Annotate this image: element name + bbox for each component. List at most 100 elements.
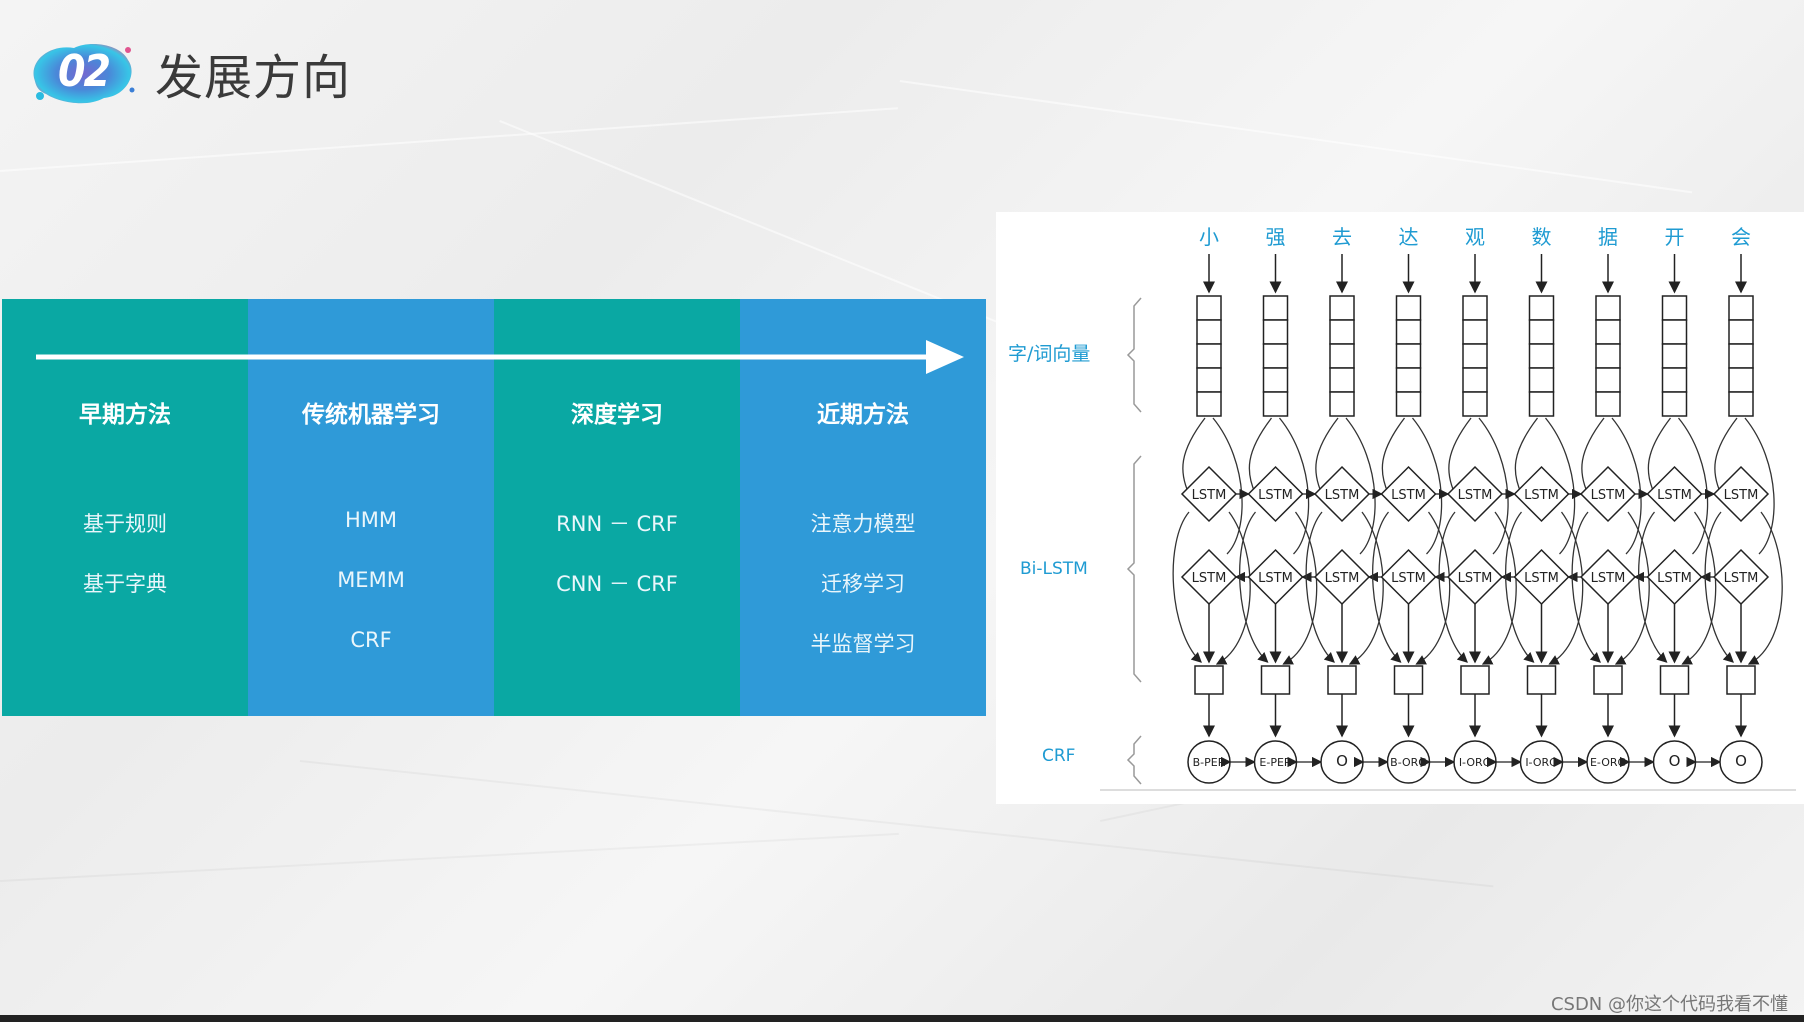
connector-curve [1714,417,1738,495]
connector-curve [1372,511,1402,663]
connector-curve [1305,511,1335,663]
lstm-label: LSTM [1657,571,1692,586]
column-item: 迁移学习 [821,572,905,596]
crf-tag-label: O [1336,752,1348,770]
connector-curve [1381,417,1406,495]
embedding-cell [1462,343,1488,369]
embedding-cell [1262,391,1289,417]
embedding-cell [1329,319,1355,345]
diagram-canvas: 字/词向量Bi-LSTMCRF小LSTMLSTMB-PER强LSTMLSTME-… [1008,225,1796,791]
embedding-cell [1661,367,1688,393]
embedding-cell [1462,295,1488,321]
crf-tag-label: I-ORG [1525,756,1557,769]
lstm-label: LSTM [1657,488,1692,503]
crf-bracket [1126,735,1142,785]
embedding-cell [1262,319,1289,345]
section-number: 02 [58,46,111,97]
crf-tag-label: E-PER [1259,756,1292,769]
column-item: CNN － CRF [556,572,678,596]
embedding-cell [1196,367,1222,393]
connector-curve [1481,511,1517,665]
input-character: 数 [1532,225,1552,249]
watercolor-splash-icon [33,44,135,104]
timeline-column-recent: 近期方法 注意力模型 迁移学习 半监督学习 [740,299,986,716]
embedding-cell [1728,295,1754,321]
connector-curve [1282,511,1318,665]
lstm-label: LSTM [1258,571,1293,586]
embedding-cell [1395,319,1422,345]
embedding-bracket [1126,297,1142,413]
input-character: 据 [1598,225,1618,249]
lstm-label: LSTM [1192,488,1227,503]
connector-curve [1505,511,1535,663]
column-item: MEMM [337,568,405,592]
embedding-cell [1595,343,1621,369]
timeline-column-early: 早期方法 基于规则 基于字典 [2,299,248,716]
embedding-cell [1528,295,1555,321]
output-box [1194,665,1224,695]
connector-curve [1744,417,1775,555]
lstm-forward-node [1180,465,1238,523]
connector-curve [1215,511,1251,665]
lstm-forward-node [1313,465,1371,523]
connector-curve [1747,511,1783,665]
embedding-cell [1595,319,1621,345]
embedding-cell [1196,295,1222,321]
lstm-label: LSTM [1192,571,1227,586]
output-box [1460,665,1490,695]
column-heading: 传统机器学习 [302,402,440,428]
input-character: 强 [1266,225,1286,249]
timeline-arrow-icon [36,340,964,374]
timeline-column-traditional-ml: 传统机器学习 HMM MEMM CRF [248,299,494,716]
connector-curve [1415,511,1451,665]
lstm-label: LSTM [1591,488,1626,503]
embedding-cell [1196,391,1222,417]
embedding-cell [1528,391,1555,417]
lstm-label: LSTM [1458,488,1493,503]
connector-curve [1248,417,1273,495]
embedding-cell [1329,367,1355,393]
embedding-cell [1262,367,1289,393]
embedding-cell [1395,367,1422,393]
connector-curve [1704,511,1734,663]
connector-curve [1514,417,1539,495]
lstm-forward-node [1380,465,1437,523]
embedding-cell [1329,343,1355,369]
connector-curve [1571,511,1601,663]
embedding-cell [1462,391,1488,417]
connector-curve [1647,417,1672,495]
connector-curve [1548,511,1584,665]
lstm-forward-node [1247,465,1304,523]
embedding-cell [1262,295,1289,321]
lstm-label: LSTM [1724,571,1759,586]
embedding-cell [1595,367,1621,393]
lstm-label: LSTM [1325,488,1360,503]
embedding-cell [1661,295,1688,321]
output-box [1260,665,1291,695]
column-item: RNN － CRF [556,512,678,536]
page-title: 发展方向 [155,50,352,106]
embedding-cell [1395,343,1422,369]
bilstm-bracket [1126,455,1142,683]
connector-curve [1348,511,1384,665]
embedding-cell [1661,319,1688,345]
output-box [1327,665,1357,695]
input-character: 小 [1199,225,1219,249]
lstm-forward-node [1513,465,1570,523]
connector-curve [1172,511,1202,663]
embedding-cell [1595,391,1621,417]
input-character: 观 [1465,225,1485,249]
embedding-cell [1661,391,1688,417]
watermark: CSDN @你这个代码我看不懂 [1550,994,1788,1015]
input-character: 去 [1332,225,1352,249]
connector-curve [1239,511,1269,663]
column-item: 基于字典 [83,572,167,596]
lstm-forward-node [1579,465,1637,523]
bottom-bar [0,1015,1804,1022]
embedding-cell [1528,367,1555,393]
layer-label-crf: CRF [1042,746,1075,766]
connector-curve [1614,511,1650,665]
column-item: HMM [344,508,398,532]
timeline-panel: 早期方法 基于规则 基于字典 传统机器学习 HMM MEMM CRF 深度学习 … [2,299,986,716]
